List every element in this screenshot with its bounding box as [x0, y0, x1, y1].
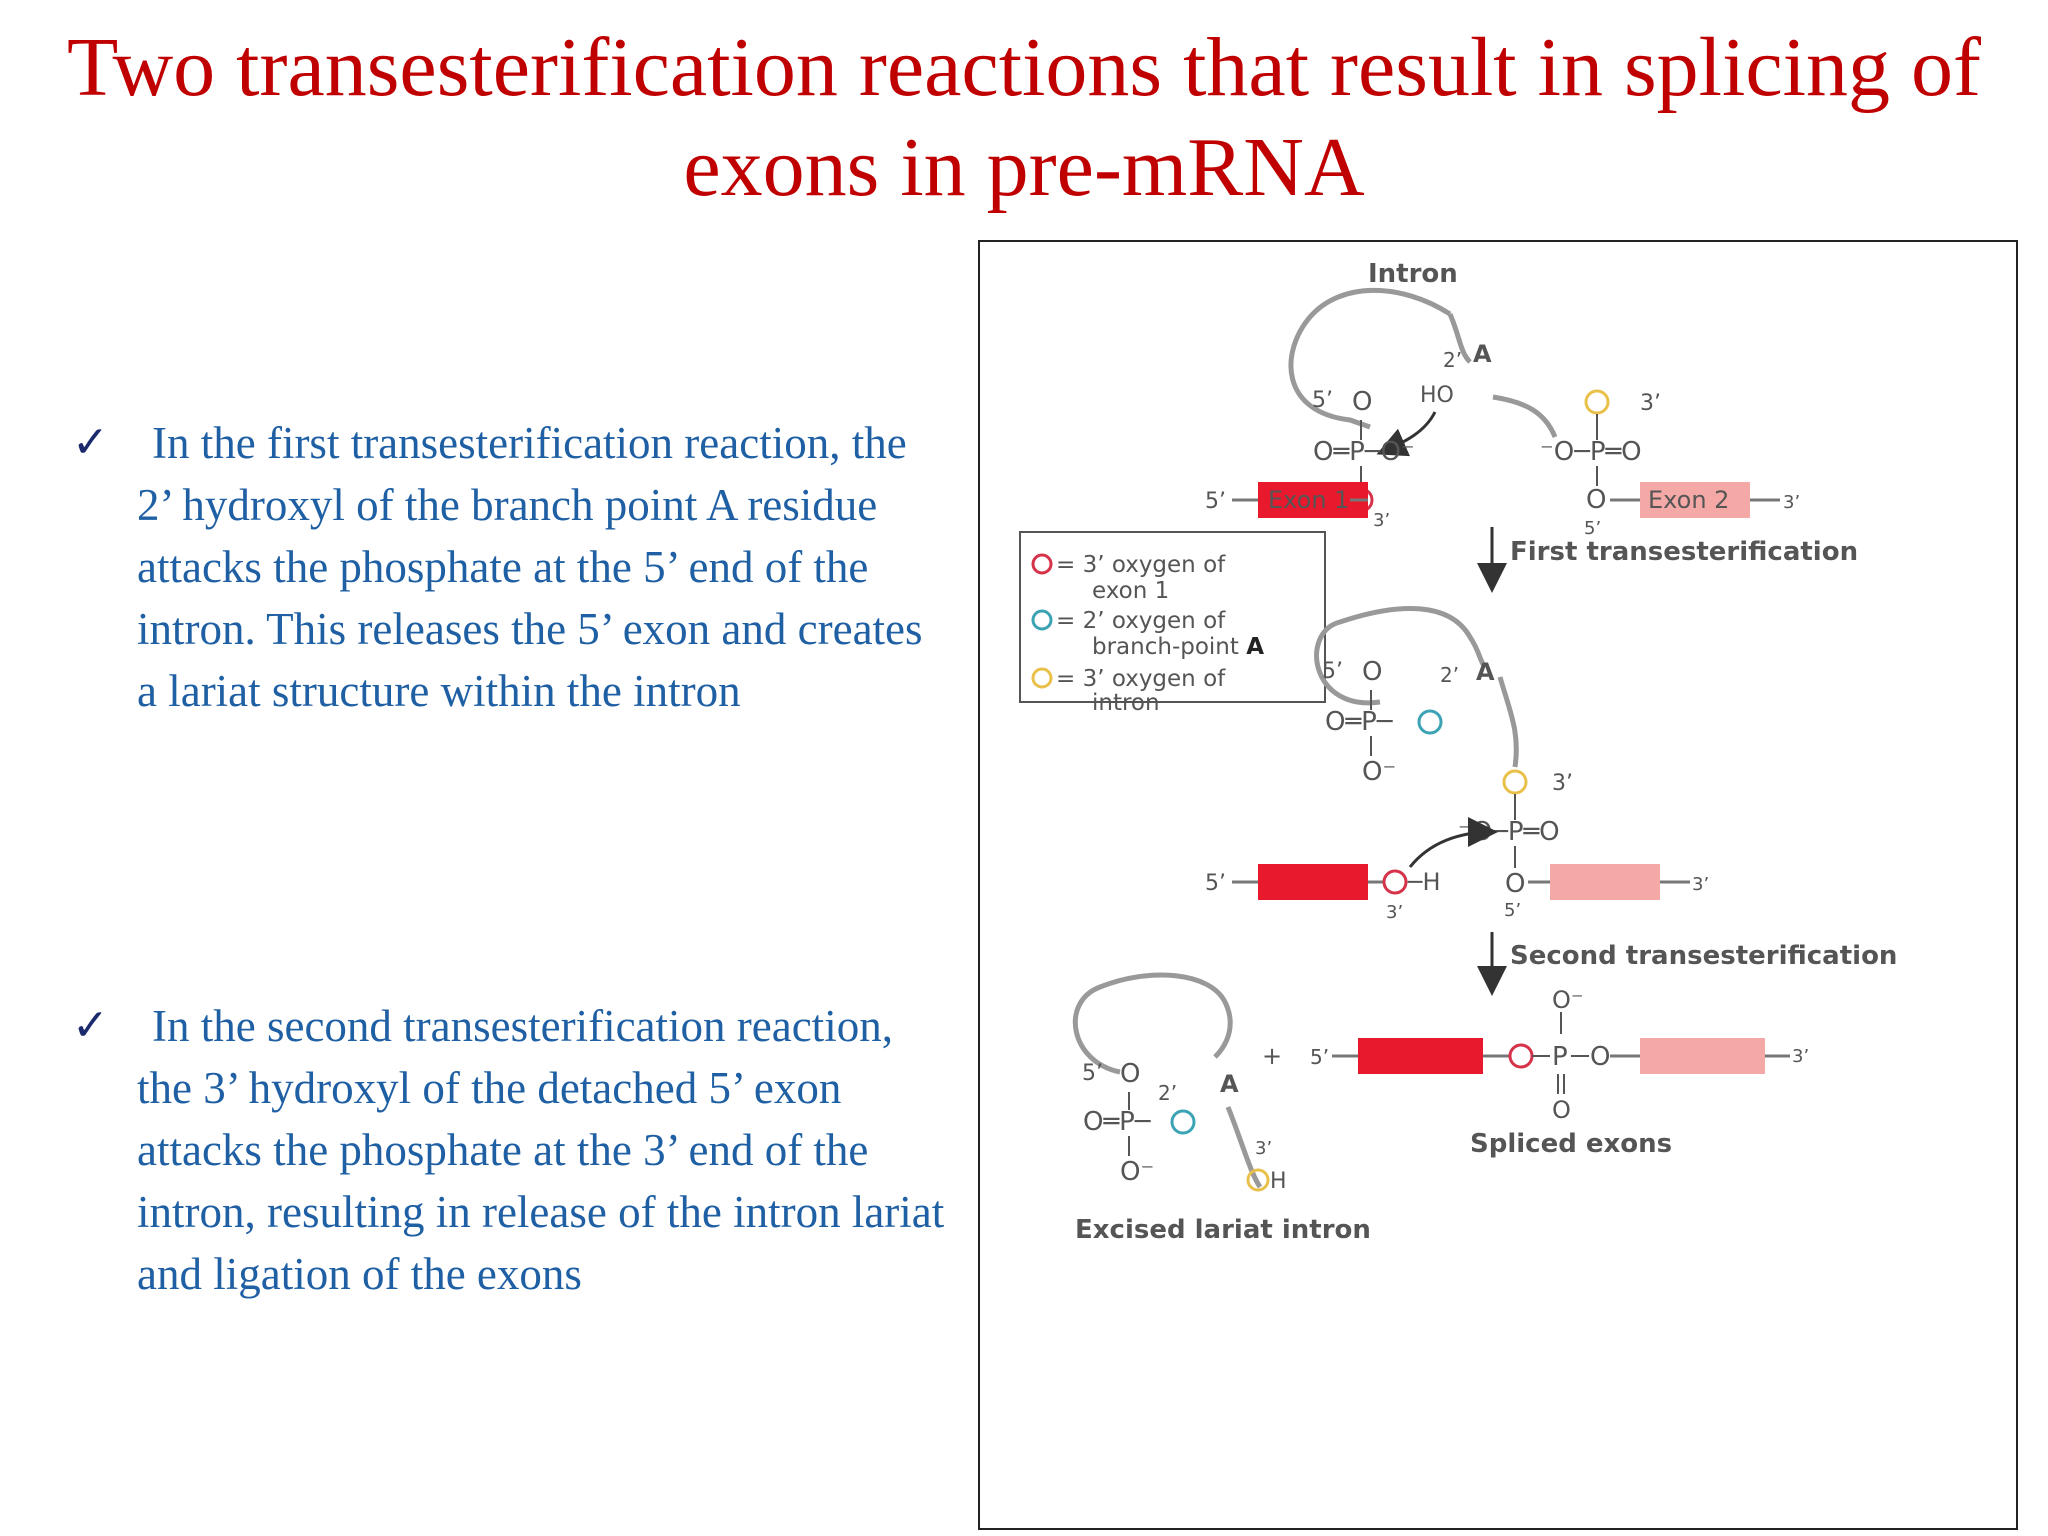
oxygen-label: O: [1586, 485, 1606, 515]
intron-3-oxygen-marker: [1246, 1168, 1270, 1192]
branch-2-oxygen-marker: [1417, 709, 1443, 735]
exon-2-box: [1640, 482, 1750, 518]
oxygen-minus-label: O⁻: [1552, 986, 1584, 1014]
five-prime-label: 5’: [1322, 659, 1343, 684]
oxygen-label: O: [1120, 1059, 1140, 1089]
legend-item2-line1: = 2’ oxygen of: [1056, 608, 1226, 634]
bullet-text: In the first transesterification reactio…: [137, 418, 923, 716]
five-prime-label: 5’: [1310, 1045, 1329, 1069]
two-prime-label: 2’: [1443, 348, 1462, 372]
excised-lariat-label: Excised lariat intron: [1075, 1215, 1371, 1245]
splicing-diagram-frame: Intron A 2’ HO 5’ O O═P─O⁻ 3’ 5’ Exon 1 …: [978, 240, 2018, 1530]
hydroxyl-h-label: ─H: [1407, 868, 1441, 896]
step-2-label: Second transesterification: [1510, 941, 1897, 971]
legend-item1-line1: = 3’ oxygen of: [1056, 552, 1226, 578]
branch-2-oxygen-marker: [1170, 1109, 1196, 1135]
five-prime-label: 5’: [1504, 900, 1521, 921]
three-prime-label: 3’: [1255, 1138, 1272, 1159]
three-prime-label: 3’: [1692, 874, 1709, 895]
slide-title-line-1: Two transesterification reactions that r…: [67, 21, 1981, 114]
slide-title: Two transesterification reactions that r…: [0, 18, 2048, 218]
legend-box: = 3’ oxygen of exon 1 = 2’ oxygen of bra…: [1019, 531, 1326, 716]
ho-label: HO: [1420, 383, 1454, 408]
oxygen-label: O: [1552, 1096, 1571, 1124]
oxygen-label: O: [1505, 869, 1525, 899]
exon-2-label: Exon 2: [1648, 486, 1729, 514]
check-mark-icon: ✓: [72, 1001, 109, 1050]
exon-1-label: Exon 1: [1268, 486, 1349, 514]
intron-strand: [1497, 676, 1519, 768]
attack-arrow-2: [1408, 817, 1498, 868]
intron-label: Intron: [1368, 259, 1458, 289]
splicing-diagram: Intron A 2’ HO 5’ O O═P─O⁻ 3’ 5’ Exon 1 …: [1019, 259, 1897, 1245]
lariat-loop: [1314, 606, 1487, 706]
intron-strand: [1447, 313, 1472, 364]
legend-item1-line2: exon 1: [1092, 578, 1169, 604]
two-prime-label: 2’: [1440, 663, 1459, 687]
bullet-text: In the second transesterification reacti…: [137, 1001, 945, 1299]
slide-title-line-2: exons in pre-mRNA: [683, 121, 1365, 214]
branch-point-a-label: A: [1473, 340, 1492, 368]
oxygen-label: O: [1352, 387, 1372, 417]
excised-lariat-tail: [1225, 1106, 1263, 1189]
spliced-exon-1-box: [1358, 1038, 1483, 1074]
oxygen-label: O: [1362, 657, 1382, 687]
phosphate-left: O═P─O⁻: [1313, 437, 1415, 467]
exon1-3-oxygen-marker: [1508, 1043, 1534, 1069]
spliced-exon-2-box: [1640, 1038, 1765, 1074]
bullet-first-transesterification: ✓ In the first transesterification react…: [72, 412, 952, 722]
legend-item2-line2: branch-point A: [1092, 634, 1264, 660]
three-prime-label: 3’: [1783, 492, 1800, 513]
phosphate-lariat: O═P─: [1325, 707, 1393, 737]
phosphate-excised: O═P─: [1083, 1107, 1151, 1137]
exon-1-box-detached: [1258, 864, 1368, 900]
oxygen-minus-label: O⁻: [1362, 757, 1396, 787]
branch-point-a-label: A: [1220, 1070, 1239, 1098]
step-1-label: First transesterification: [1510, 537, 1858, 567]
five-prime-label: 5’: [1205, 489, 1226, 514]
phosphate-right: ⁻O─P═O: [1540, 437, 1642, 467]
legend-branch-oxygen-marker: [1031, 609, 1053, 631]
check-mark-icon: ✓: [72, 418, 109, 467]
oxygen-minus-label: O⁻: [1120, 1157, 1154, 1187]
intron-loop: [1288, 287, 1452, 430]
five-prime-label: 5’: [1312, 388, 1333, 413]
oxygen-label: O: [1590, 1042, 1610, 1072]
legend-exon1-oxygen-marker: [1031, 553, 1053, 575]
three-prime-label: 3’: [1386, 902, 1403, 923]
intron-3-oxygen-marker: [1584, 389, 1610, 415]
bullet-second-transesterification: ✓ In the second transesterification reac…: [72, 995, 952, 1305]
legend-item3-line1: = 3’ oxygen of: [1056, 666, 1226, 692]
legend-intron-oxygen-marker: [1031, 667, 1053, 689]
three-prime-label: 3’: [1373, 510, 1390, 531]
three-prime-label: 3’: [1552, 771, 1573, 796]
intron-strand: [1492, 394, 1558, 438]
hydroxyl-h-label: H: [1270, 1169, 1287, 1194]
two-prime-label: 2’: [1158, 1081, 1177, 1105]
exon-2-box: [1550, 864, 1660, 900]
three-prime-label: 3’: [1792, 1046, 1809, 1067]
excised-lariat-loop: [1072, 972, 1233, 1075]
exon1-3-oxygen-marker: [1382, 869, 1408, 895]
attack-arrow-1: [1376, 411, 1437, 457]
five-prime-label: 5’: [1205, 871, 1226, 896]
branch-point-a-label: A: [1476, 658, 1495, 686]
plus-sign: +: [1262, 1042, 1282, 1070]
legend-item3-line2: intron: [1092, 690, 1160, 716]
intron-3-oxygen-marker: [1502, 769, 1528, 795]
spliced-exons-label: Spliced exons: [1470, 1129, 1672, 1159]
three-prime-label: 3’: [1640, 391, 1661, 416]
five-prime-label: 5’: [1082, 1061, 1103, 1086]
five-prime-label: 5’: [1584, 518, 1601, 539]
exon-1-box: [1258, 482, 1368, 518]
phosphorus-label: P: [1552, 1042, 1568, 1072]
